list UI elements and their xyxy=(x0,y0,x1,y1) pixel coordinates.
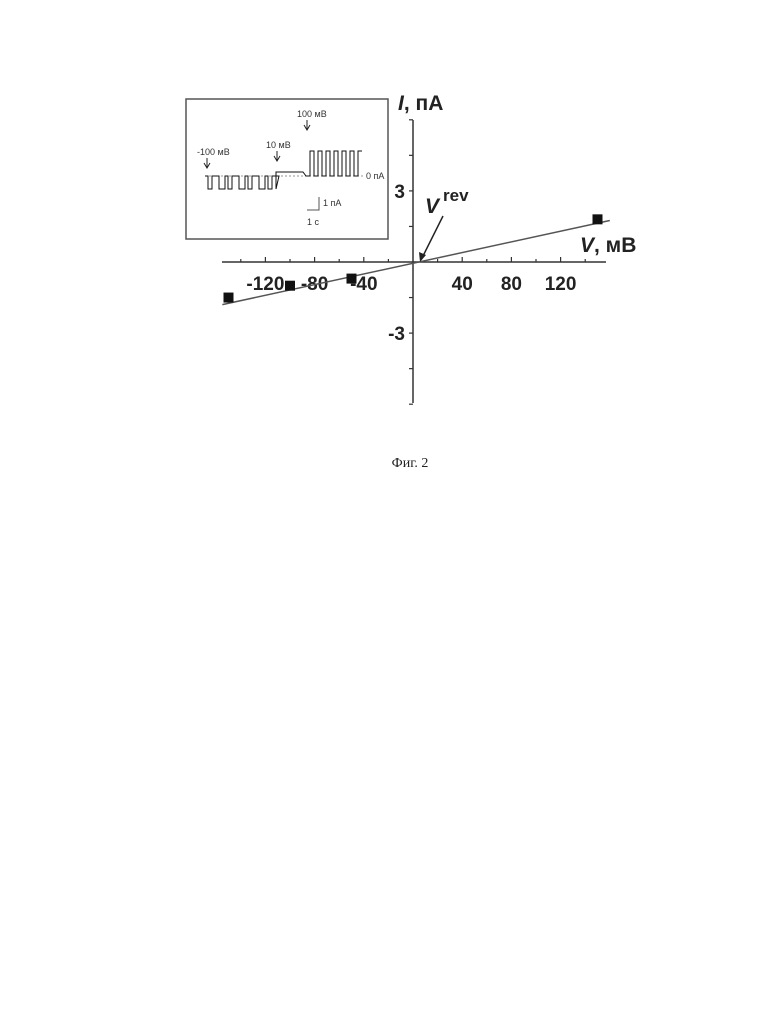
inset-zero-label: 0 пА xyxy=(366,171,384,181)
inset-scale-time: 1 с xyxy=(307,217,320,227)
inset-scale-current: 1 пА xyxy=(323,198,341,208)
data-point xyxy=(285,281,295,291)
data-point xyxy=(224,293,234,303)
inset: -100 мВ 10 мВ 100 мВ 0 пА 1 пА 1 с xyxy=(186,99,388,239)
x-tick-label: 80 xyxy=(501,274,522,295)
y-axis-label: I, пА xyxy=(398,92,443,115)
y-tick-label: 3 xyxy=(394,182,405,203)
data-point xyxy=(347,274,357,284)
inset-label-100: 100 мВ xyxy=(297,109,327,119)
inset-label-minus100: -100 мВ xyxy=(197,147,230,157)
data-point xyxy=(593,214,603,224)
y-tick-label: -3 xyxy=(388,324,405,345)
x-axis-label: V, мВ xyxy=(580,234,636,257)
vrev-arrow xyxy=(422,216,443,258)
x-tick-label: 40 xyxy=(452,274,473,295)
vrev-annotation: Vrev xyxy=(425,186,469,218)
figure-caption: Фиг. 2 xyxy=(0,456,780,472)
x-tick-label: 120 xyxy=(545,274,577,295)
inset-label-10: 10 мВ xyxy=(266,140,291,150)
